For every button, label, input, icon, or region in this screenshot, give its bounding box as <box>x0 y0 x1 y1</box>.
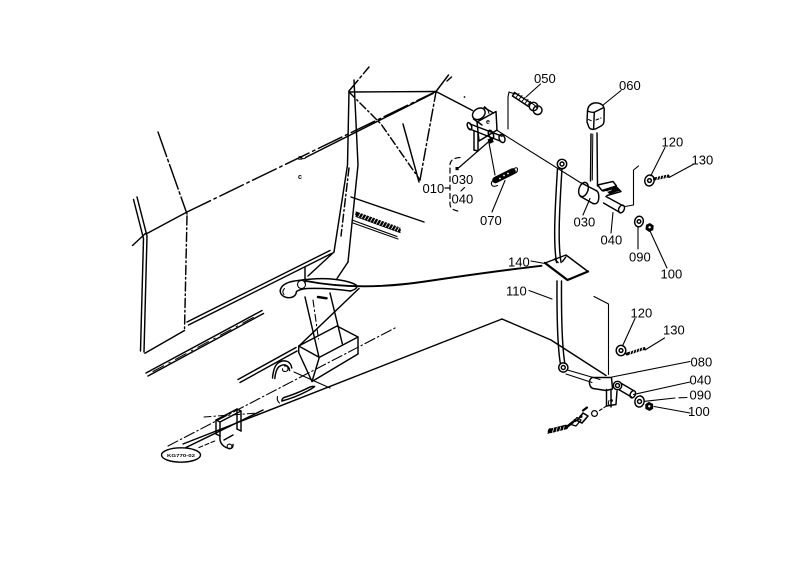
svg-text:a: a <box>298 155 302 162</box>
svg-text:010: 010 <box>423 181 445 196</box>
svg-text:100: 100 <box>661 267 683 282</box>
svg-text:120: 120 <box>662 135 684 150</box>
svg-text:130: 130 <box>692 153 714 168</box>
svg-text:030: 030 <box>452 172 474 187</box>
svg-text:050: 050 <box>534 71 556 86</box>
svg-text:e: e <box>486 119 490 126</box>
svg-text:090: 090 <box>690 388 712 403</box>
svg-text:100: 100 <box>688 404 710 419</box>
svg-text:130: 130 <box>663 323 685 338</box>
svg-text:060: 060 <box>619 78 641 93</box>
svg-text:080: 080 <box>691 355 713 370</box>
svg-text:140: 140 <box>508 255 530 270</box>
svg-text:070: 070 <box>480 213 502 228</box>
svg-text:040: 040 <box>690 373 712 388</box>
svg-text:040: 040 <box>452 192 474 207</box>
svg-text:120: 120 <box>631 306 653 321</box>
svg-text:030: 030 <box>574 215 596 230</box>
svg-text:KG770-02: KG770-02 <box>167 453 195 459</box>
svg-text:040: 040 <box>601 233 623 248</box>
svg-text:c: c <box>298 174 302 181</box>
svg-text:110: 110 <box>506 284 527 299</box>
svg-text:090: 090 <box>629 250 651 265</box>
